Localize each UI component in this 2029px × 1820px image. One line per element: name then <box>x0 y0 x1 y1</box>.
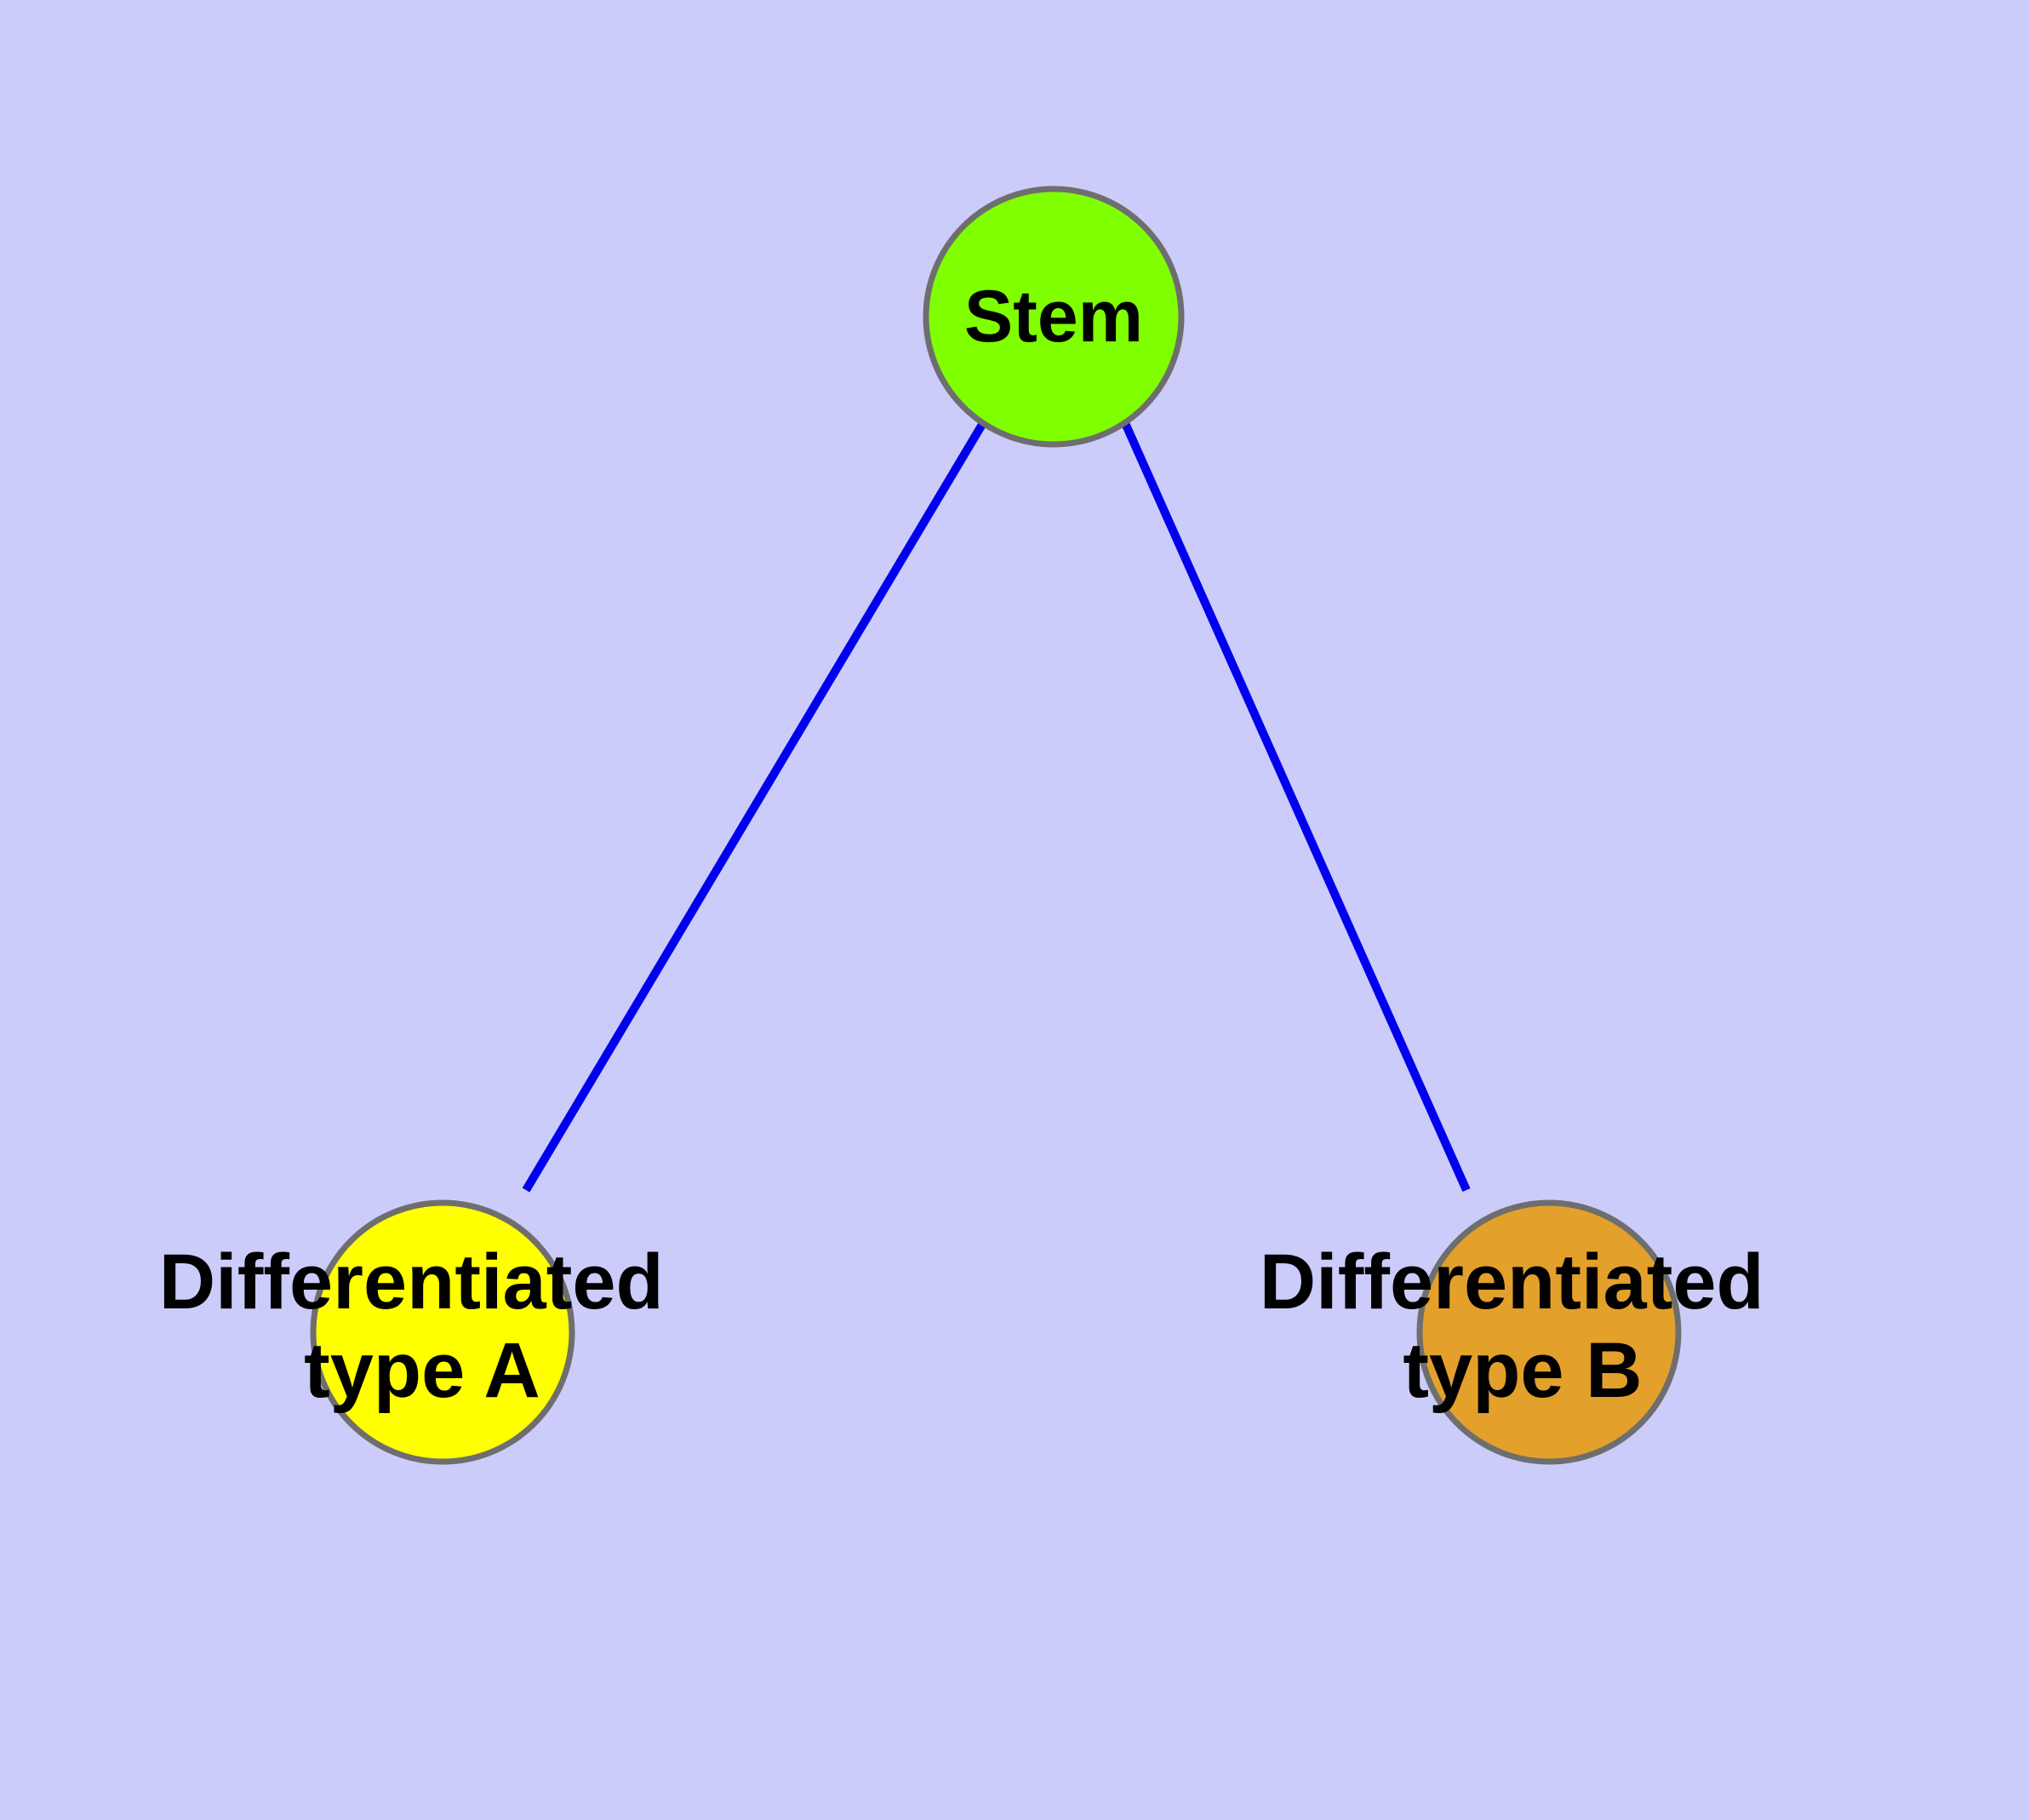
node-label-differentiated-type-b-line2: type B <box>1403 1327 1642 1414</box>
labels-group: Stem Differentiated type A Differentiate… <box>159 276 1786 1415</box>
edges-group <box>522 421 1471 1193</box>
edge-stem-to-differentiated-type-a[interactable] <box>522 421 987 1193</box>
nodes-group <box>310 186 1682 1465</box>
node-label-stem-line1: Stem <box>964 276 1143 358</box>
node-label-differentiated-type-a-line1: Differentiated <box>159 1239 664 1325</box>
node-label-differentiated-type-b: Differentiated type B <box>1260 1239 1786 1414</box>
node-differentiated-type-a[interactable] <box>310 1199 575 1465</box>
node-label-differentiated-type-b-line1: Differentiated <box>1260 1239 1764 1325</box>
node-label-differentiated-type-a: Differentiated type A <box>159 1239 686 1414</box>
node-stem[interactable] <box>923 186 1185 448</box>
node-differentiated-type-b[interactable] <box>1416 1199 1682 1465</box>
edge-stem-to-differentiated-type-b[interactable] <box>1121 421 1471 1193</box>
node-label-stem: Stem <box>964 276 1143 358</box>
node-label-differentiated-type-a-line2: type A <box>304 1327 540 1414</box>
